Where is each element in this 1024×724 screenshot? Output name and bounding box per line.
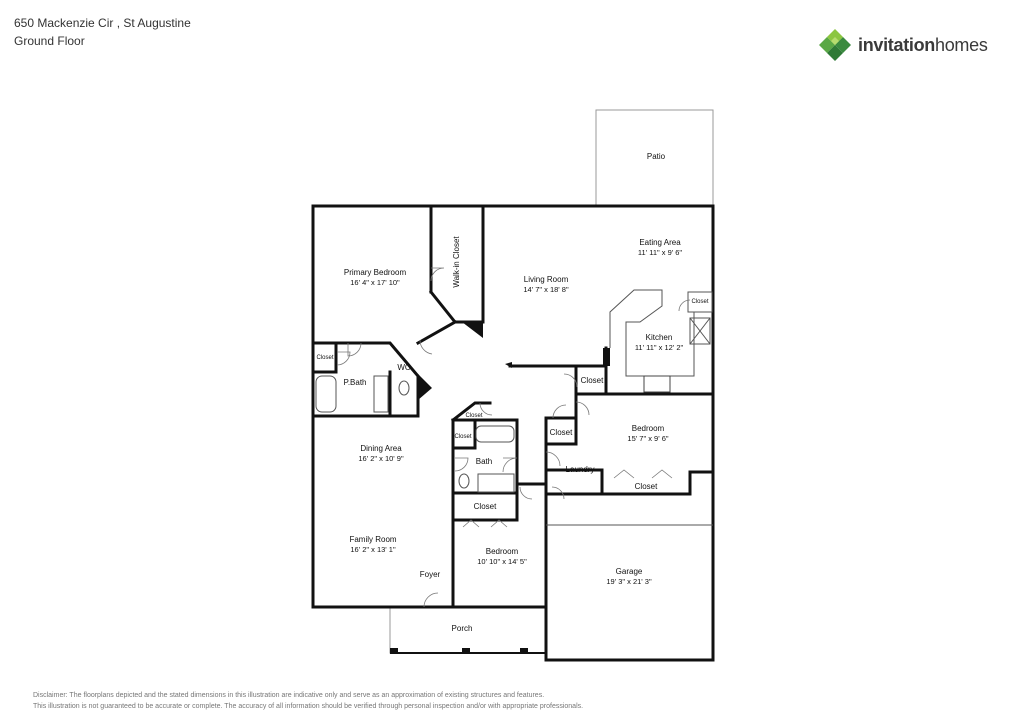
- room-walk-in-closet: Walk-in Closet: [452, 236, 462, 287]
- room-closet-c-name: Closet: [549, 428, 573, 437]
- room-eating-area-name: Eating Area: [639, 238, 681, 247]
- room-hall-closet: Closet: [581, 376, 604, 386]
- room-bedroom-south-dim: 10' 10" x 14' 5": [477, 557, 527, 566]
- disclaimer: Disclaimer: The floorplans depicted and …: [33, 690, 583, 712]
- room-closet-c: Closet: [550, 428, 573, 438]
- porch-outline: [389, 607, 546, 654]
- room-kitchen-name: Kitchen: [645, 333, 673, 342]
- room-pbath: P.Bath: [344, 378, 367, 388]
- logo-mark-icon: [819, 29, 851, 61]
- room-bath-name: Bath: [475, 457, 493, 466]
- room-kitchen-closet-name: Closet: [691, 299, 709, 305]
- room-bedroom-east-name: Bedroom: [631, 424, 665, 433]
- room-porch: Porch: [452, 624, 473, 634]
- room-kitchen-dim: 11' 11" x 12' 2": [634, 343, 684, 352]
- brand-logo: invitationhomes: [818, 28, 988, 62]
- room-kitchen-closet: Closet: [691, 297, 708, 307]
- room-closet-a-name: Closet: [465, 413, 483, 419]
- room-patio: Patio: [647, 152, 665, 162]
- room-closet-b: Closet: [454, 432, 471, 442]
- room-dining-area-name: Dining Area: [360, 444, 402, 453]
- room-primary-closet-name: Closet: [316, 355, 334, 361]
- room-foyer-name: Foyer: [419, 570, 441, 579]
- doors: [336, 267, 691, 608]
- room-living-room-name: Living Room: [523, 275, 569, 284]
- room-laundry-name: Laundry: [565, 465, 595, 474]
- floor-label: Ground Floor: [14, 34, 85, 48]
- room-family-room-name: Family Room: [349, 535, 397, 544]
- room-laundry: Laundry: [566, 465, 595, 475]
- room-porch-name: Porch: [451, 624, 473, 633]
- room-closet-east-name: Closet: [634, 482, 658, 491]
- room-closet-east: Closet: [635, 482, 658, 492]
- plan-header: 650 Mackenzie Cir , St Augustine Ground …: [14, 14, 191, 50]
- brand-light: homes: [935, 34, 988, 55]
- fixtures: [418, 322, 610, 400]
- room-wc-name: WC: [397, 363, 411, 372]
- room-eating-area-dim: 11' 11" x 9' 6": [637, 248, 683, 257]
- patio-outline: [595, 109, 714, 206]
- room-primary-closet: Closet: [316, 353, 333, 363]
- room-patio-name: Patio: [646, 152, 666, 161]
- room-bath: Bath: [476, 457, 492, 467]
- disclaimer-line-2: This illustration is not guaranteed to b…: [33, 703, 584, 710]
- room-pbath-name: P.Bath: [343, 378, 367, 387]
- room-living-room-dim: 14' 7" x 18' 8": [523, 285, 569, 294]
- address-title: 650 Mackenzie Cir , St Augustine: [14, 16, 191, 30]
- room-bedroom-south-name: Bedroom: [485, 547, 519, 556]
- room-family-room-dim: 16' 2" x 13' 1": [350, 545, 396, 554]
- thin-lines: [315, 289, 713, 526]
- room-closet-b-name: Closet: [454, 434, 472, 440]
- room-garage-name: Garage: [615, 567, 643, 576]
- room-foyer: Foyer: [420, 570, 440, 580]
- brand-wordmark: invitationhomes: [858, 35, 988, 56]
- room-walk-in-closet-name: Walk-in Closet: [452, 236, 461, 288]
- room-closet-a: Closet: [465, 411, 482, 421]
- room-wc: WC: [397, 363, 410, 373]
- room-bedroom-closet: Closet: [474, 502, 497, 512]
- room-dining-area-dim: 16' 2" x 10' 9": [358, 454, 404, 463]
- room-primary-bedroom-dim: 16' 4" x 17' 10": [350, 278, 400, 287]
- room-hall-closet-name: Closet: [580, 376, 604, 385]
- room-bedroom-closet-name: Closet: [473, 502, 497, 511]
- walls: [311, 204, 715, 662]
- room-garage-dim: 19' 3" x 21' 3": [606, 577, 652, 586]
- room-primary-bedroom-name: Primary Bedroom: [343, 268, 407, 277]
- brand-bold: invitation: [858, 34, 935, 55]
- disclaimer-line-1: Disclaimer: The floorplans depicted and …: [33, 692, 545, 699]
- room-bedroom-east-dim: 15' 7" x 9' 6": [627, 434, 669, 443]
